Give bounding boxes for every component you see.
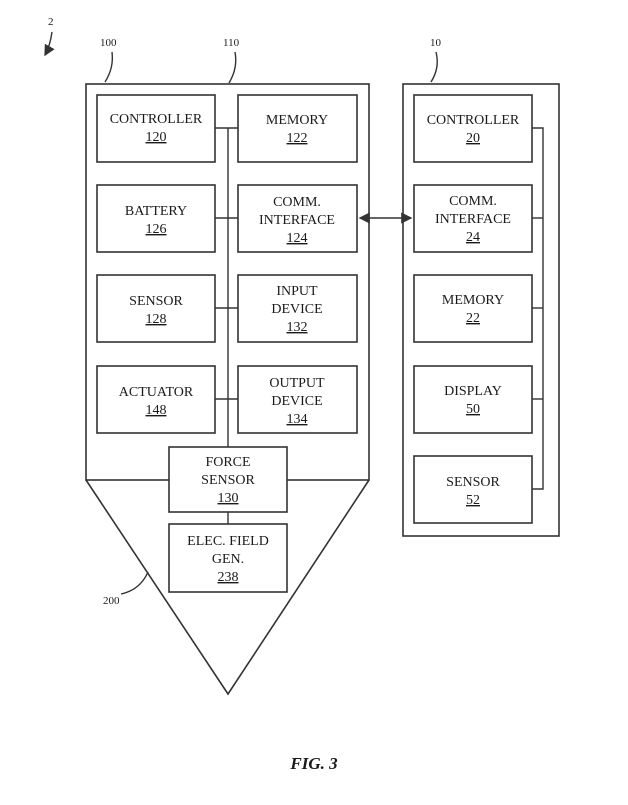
comm-interface-24-box bbox=[413, 184, 533, 253]
force-sensor-130-label-line2: SENSOR bbox=[201, 473, 255, 488]
battery-126-box bbox=[96, 184, 216, 253]
display-50-box bbox=[413, 365, 533, 434]
force-sensor-130-box bbox=[168, 446, 288, 513]
actuator-148-number: 148 bbox=[146, 403, 167, 418]
sensor-128-box bbox=[96, 274, 216, 343]
input-device-132-label-line2: DEVICE bbox=[271, 302, 322, 317]
input-device-132-box bbox=[237, 274, 358, 343]
controller-20-box bbox=[413, 94, 533, 163]
controller-20-label: CONTROLLER bbox=[427, 113, 520, 128]
ref-label-10: 10 bbox=[430, 37, 442, 49]
controller-120-label: CONTROLLER bbox=[110, 112, 203, 127]
elec-field-gen-238-box bbox=[168, 523, 288, 593]
elec-field-gen-238-label-line1: ELEC. FIELD bbox=[187, 534, 269, 549]
sensor-52-number: 52 bbox=[466, 493, 480, 508]
comm-interface-124-label-line2: INTERFACE bbox=[259, 213, 335, 228]
device-housing bbox=[402, 83, 560, 537]
memory-122-number: 122 bbox=[287, 131, 308, 146]
controller-120-number: 120 bbox=[146, 130, 167, 145]
input-device-132-number: 132 bbox=[287, 320, 308, 335]
figure-caption: FIG. 3 bbox=[289, 754, 338, 773]
stylus-tip bbox=[85, 479, 370, 696]
display-50-number: 50 bbox=[466, 402, 480, 417]
comm-interface-24-label-line1: COMM. bbox=[449, 194, 497, 209]
actuator-148-label: ACTUATOR bbox=[119, 385, 194, 400]
leader-110 bbox=[228, 51, 237, 84]
elec-field-gen-238-label-line2: GEN. bbox=[212, 552, 244, 567]
controller-20-number: 20 bbox=[466, 131, 480, 146]
memory-22-box bbox=[413, 274, 533, 343]
ref-arrow-2 bbox=[44, 31, 55, 57]
memory-122-label: MEMORY bbox=[266, 113, 328, 128]
comm-interface-24-label-line2: INTERFACE bbox=[435, 212, 511, 227]
ref-label-200: 200 bbox=[103, 595, 120, 607]
memory-22-number: 22 bbox=[466, 311, 480, 326]
sensor-128-number: 128 bbox=[146, 312, 167, 327]
comm-interface-124-label-line1: COMM. bbox=[273, 195, 321, 210]
controller-120-box bbox=[96, 94, 216, 163]
input-device-132-label-line1: INPUT bbox=[276, 284, 318, 299]
output-device-134-box bbox=[237, 365, 358, 434]
comm-interface-124-number: 124 bbox=[287, 231, 308, 246]
battery-126-number: 126 bbox=[146, 222, 167, 237]
force-sensor-130-label-line1: FORCE bbox=[205, 455, 250, 470]
memory-22-label: MEMORY bbox=[442, 293, 504, 308]
battery-126-label: BATTERY bbox=[125, 204, 187, 219]
display-50-label: DISPLAY bbox=[444, 384, 502, 399]
actuator-148-box bbox=[96, 365, 216, 434]
comm-interface-124-box bbox=[237, 184, 358, 253]
elec-field-gen-238-number: 238 bbox=[218, 570, 239, 585]
force-sensor-130-number: 130 bbox=[218, 491, 239, 506]
comm-interface-24-number: 24 bbox=[466, 230, 480, 245]
ref-label-2: 2 bbox=[48, 16, 54, 28]
output-device-134-label-line2: DEVICE bbox=[271, 394, 322, 409]
sensor-52-label: SENSOR bbox=[446, 475, 500, 490]
sensor-52-box bbox=[413, 455, 533, 524]
memory-122-box bbox=[237, 94, 358, 163]
ref-label-100: 100 bbox=[100, 37, 117, 49]
leader-200 bbox=[120, 571, 149, 595]
leader-10 bbox=[430, 51, 438, 83]
ref-label-110: 110 bbox=[223, 37, 240, 49]
output-device-134-number: 134 bbox=[287, 412, 308, 427]
output-device-134-label-line1: OUTPUT bbox=[269, 376, 325, 391]
sensor-128-label: SENSOR bbox=[129, 294, 183, 309]
leader-100 bbox=[104, 51, 114, 83]
